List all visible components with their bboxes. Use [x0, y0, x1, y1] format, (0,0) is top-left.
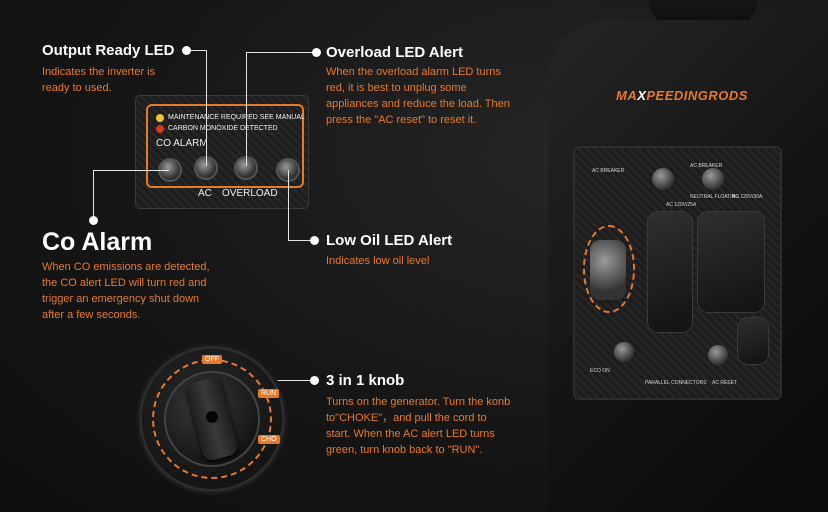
overload-desc: When the overload alarm LED turns red, i…	[326, 66, 510, 126]
connector-lowoil-v	[288, 170, 289, 240]
ac-label: AC	[198, 188, 212, 199]
gen-eco-label: ECO ON	[590, 368, 610, 374]
gen-ac-breaker-label: AC BREAKER	[592, 168, 625, 174]
connector-co-h	[93, 170, 169, 171]
connector-dot-overload	[312, 48, 321, 57]
gen-parallel-port	[614, 342, 634, 362]
gen-parallel-label: PARALLEL CONNECTORS	[645, 380, 707, 386]
gen-breaker-button	[652, 168, 674, 190]
gen-neutral-label: NEUTRAL FLOATING	[690, 194, 740, 200]
gen-ac-reset-label: AC RESET	[712, 380, 738, 386]
connector-dot-co	[89, 216, 98, 225]
connector-output-v	[206, 50, 207, 166]
overload-title: Overload LED Alert	[326, 44, 463, 61]
co-alarm-label: CO ALARM	[156, 138, 208, 149]
gen-ac-breaker-label-2: AC BREAKER	[690, 163, 723, 169]
maintenance-label: MAINTENANCE REQUIRED SEE MANUAL	[168, 114, 305, 121]
gen-knob	[590, 240, 626, 300]
gen-ac120b-label: AC 120V/30A	[732, 194, 763, 200]
knob-desc: Turns on the generator. Turn the konb to…	[326, 396, 511, 456]
knob-closeup: OFF RUN CHO	[142, 349, 282, 489]
low-oil-desc: Indicates low oil level	[326, 255, 430, 267]
co-alarm-desc: When CO emissions are detected, the CO a…	[42, 261, 210, 321]
output-ready-led	[196, 158, 216, 178]
gen-knob-arc	[583, 225, 635, 313]
overload-label: OVERLOAD	[222, 188, 278, 199]
knob-run-label: RUN	[258, 389, 280, 398]
gen-outlet-left	[648, 212, 692, 332]
panel-trace	[146, 104, 304, 188]
co-alarm-led	[160, 160, 180, 180]
connector-dot-knob	[310, 376, 319, 385]
low-oil-title: Low Oil LED Alert	[326, 232, 453, 249]
control-panel-closeup: MAINTENANCE REQUIRED SEE MANUAL CARBON M…	[136, 96, 308, 208]
gen-outlet-right	[698, 212, 764, 312]
connector-co-v	[93, 170, 94, 220]
connector-overload-v	[246, 52, 247, 166]
output-ready-desc: Indicates the inverter is ready to used.	[42, 66, 156, 94]
carbon-led	[156, 125, 164, 133]
connector-dot-lowoil	[310, 236, 319, 245]
connector-overload-h	[246, 52, 316, 53]
co-alarm-title: Co Alarm	[42, 228, 153, 256]
connector-output-h	[186, 50, 206, 51]
carbon-label: CARBON MONOXIDE DETECTED	[168, 125, 278, 132]
gen-ac120a-label: AC 120V/25A	[666, 202, 697, 208]
brand-logo: MAXPEEDINGRODS	[616, 88, 748, 103]
connector-lowoil-h	[288, 240, 314, 241]
knob-choke-label: CHO	[258, 435, 280, 444]
knob-off-label: OFF	[202, 355, 222, 364]
maintenance-led	[156, 114, 164, 122]
gen-ac-reset-button	[708, 345, 728, 365]
gen-outlet-small	[738, 318, 768, 364]
connector-dot-output	[182, 46, 191, 55]
overload-led	[236, 158, 256, 178]
knob-hole	[206, 411, 218, 423]
gen-breaker-button-2	[702, 168, 724, 190]
knob-title: 3 in 1 knob	[326, 372, 405, 389]
output-ready-title: Output Ready LED	[42, 42, 175, 59]
